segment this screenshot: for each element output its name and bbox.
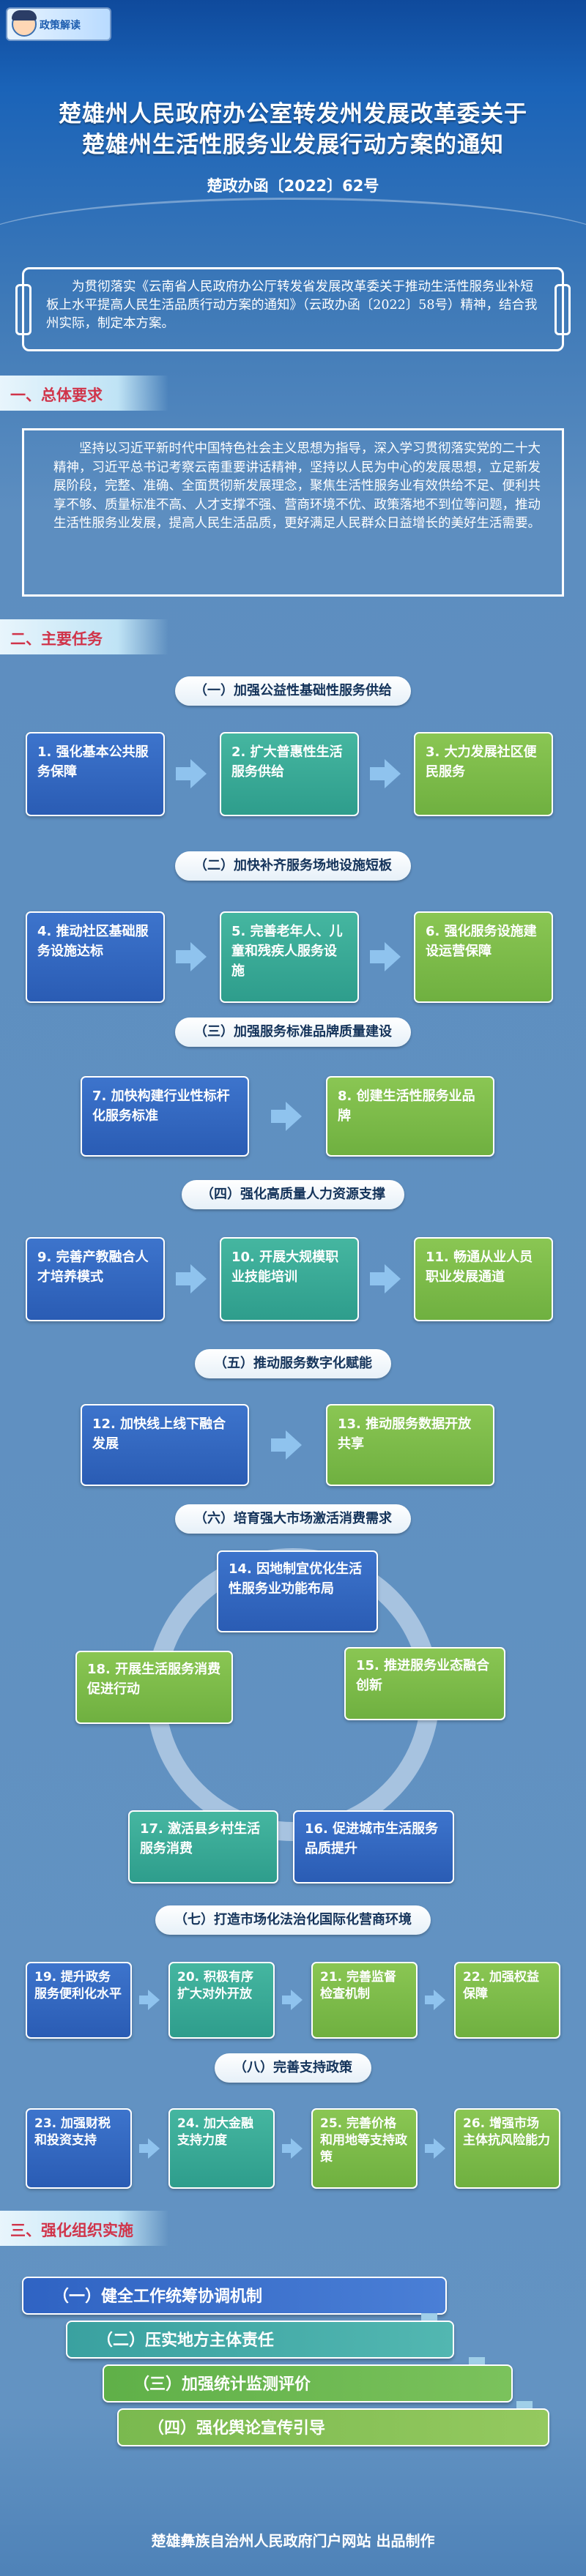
arrow-right-icon [370, 942, 401, 971]
section-3-title: 三、强化组织实施 [10, 2222, 133, 2239]
task-item-11: 11. 畅通从业人员职业发展通道 [414, 1237, 553, 1321]
task-group-1-title: （一）加强公益性基础性服务供给 [175, 676, 411, 706]
task-group-6-title: （六）培育强大市场激活消费需求 [175, 1504, 411, 1534]
task-item-18: 18. 开展生活服务消费促进行动 [75, 1651, 233, 1724]
task-item-25: 25. 完善价格和用地等支持政策 [311, 2108, 418, 2189]
task-item-13: 13. 推动服务数据开放共享 [326, 1404, 494, 1486]
arrow-right-icon [370, 1264, 401, 1293]
task-group-7-header: （七）打造市场化法治化国际化营商环境 [0, 1905, 586, 1935]
task-group-8-header: （八）完善支持政策 [0, 2053, 586, 2083]
arrow-right-icon [271, 1102, 302, 1131]
general-requirements-text: 坚持以习近平新时代中国特色社会主义思想为指导，深入学习贯彻落实党的二十大精神，习… [53, 441, 541, 531]
implementation-item-4: （四）强化舆论宣传引导 [117, 2408, 549, 2446]
task-item-20: 20. 积极有序扩大对外开放 [168, 1962, 275, 2039]
section-header-2: 二、主要任务 [0, 619, 168, 654]
arrow-right-icon [139, 1990, 160, 2010]
arrow-right-icon [176, 942, 207, 971]
task-item-10: 10. 开展大规模职业技能培训 [220, 1237, 359, 1321]
section-1-title: 一、总体要求 [10, 387, 103, 404]
arrow-right-icon [282, 1990, 303, 2010]
title-line-2: 楚雄州生活性服务业发展行动方案的通知 [82, 132, 504, 158]
arrow-right-icon [176, 1264, 207, 1293]
task-group-8-title: （八）完善支持政策 [215, 2053, 371, 2083]
cartoon-avatar-icon [12, 10, 37, 37]
task-item-4: 4. 推动社区基础服务设施达标 [26, 911, 165, 1003]
badge-label: 政策解读 [40, 20, 81, 31]
task-group-1-header: （一）加强公益性基础性服务供给 [0, 676, 586, 706]
arrow-right-icon [176, 759, 207, 788]
arrow-right-icon [139, 2138, 160, 2159]
task-item-22: 22. 加强权益保障 [454, 1962, 560, 2039]
task-group-7-title: （七）打造市场化法治化国际化营商环境 [155, 1905, 431, 1935]
task-item-6: 6. 强化服务设施建设运营保障 [414, 911, 553, 1003]
task-group-3-title: （三）加强服务标准品牌质量建设 [175, 1018, 411, 1047]
decorative-tab-right [555, 284, 571, 335]
task-item-12: 12. 加快线上线下融合发展 [81, 1404, 249, 1486]
decorative-tab-left [15, 284, 31, 335]
task-item-26: 26. 增强市场主体抗风险能力 [454, 2108, 560, 2189]
task-item-9: 9. 完善产教融合人才培养模式 [26, 1237, 165, 1321]
document-number: 楚政办函〔2022〕62号 [207, 177, 379, 195]
task-group-4-header: （四）强化高质量人力资源支撑 [0, 1180, 586, 1209]
task-group-5-title: （五）推动服务数字化赋能 [195, 1349, 391, 1378]
intro-text: 为贯彻落实《云南省人民政府办公厅转发省发展改革委关于推动生活性服务业补短板上水平… [46, 280, 538, 331]
section-2-title: 二、主要任务 [10, 630, 103, 648]
arrow-right-icon [282, 2138, 303, 2159]
task-group-5-header: （五）推动服务数字化赋能 [0, 1349, 586, 1378]
task-group-3-header: （三）加强服务标准品牌质量建设 [0, 1018, 586, 1047]
task-item-5: 5. 完善老年人、儿童和残疾人服务设施 [220, 911, 359, 1003]
task-group-4-title: （四）强化高质量人力资源支撑 [182, 1180, 404, 1209]
section-header-1: 一、总体要求 [0, 376, 168, 411]
policy-interpretation-badge: 政策解读 [7, 9, 110, 40]
task-item-8: 8. 创建生活性服务业品牌 [326, 1076, 494, 1157]
task-item-14: 14. 因地制宜优化生活性服务业功能布局 [217, 1550, 378, 1632]
task-group-2-header: （二）加快补齐服务场地设施短板 [0, 851, 586, 881]
implementation-item-1: （一）健全工作统筹协调机制 [22, 2277, 447, 2315]
task-item-2: 2. 扩大普惠性生活服务供给 [220, 732, 359, 816]
task-item-15: 15. 推进服务业态融合创新 [344, 1647, 505, 1720]
decorative-swoosh [0, 198, 586, 288]
task-group-2-title: （二）加快补齐服务场地设施短板 [175, 851, 411, 881]
task-group-6-header: （六）培育强大市场激活消费需求 [0, 1504, 586, 1534]
arrow-right-icon [271, 1430, 302, 1460]
task-item-3: 3. 大力发展社区便民服务 [414, 732, 553, 816]
task-item-23: 23. 加强财税和投资支持 [26, 2108, 132, 2189]
intro-box: 为贯彻落实《云南省人民政府办公厅转发省发展改革委关于推动生活性服务业补短板上水平… [15, 267, 571, 351]
task-item-17: 17. 激活县乡村生活服务消费 [128, 1810, 278, 1884]
implementation-item-2: （二）压实地方主体责任 [66, 2321, 454, 2359]
footer-credit: 楚雄彝族自治州人民政府门户网站 出品制作 [151, 2532, 435, 2550]
implementation-item-3: （三）加强统计监测评价 [103, 2364, 513, 2403]
section-header-3: 三、强化组织实施 [0, 2211, 168, 2246]
task-item-24: 24. 加大金融支持力度 [168, 2108, 275, 2189]
general-requirements-box: 坚持以习近平新时代中国特色社会主义思想为指导，深入学习贯彻落实党的二十大精神，习… [22, 428, 564, 597]
task-item-16: 16. 促进城市生活服务品质提升 [293, 1810, 454, 1884]
arrow-right-icon [425, 2138, 445, 2159]
task-item-19: 19. 提升政务服务便利化水平 [26, 1962, 132, 2039]
title-line-1: 楚雄州人民政府办公室转发州发展改革委关于 [59, 101, 527, 127]
task-item-1: 1. 强化基本公共服务保障 [26, 732, 165, 816]
task-item-7: 7. 加快构建行业性标杆化服务标准 [81, 1076, 249, 1157]
task-item-21: 21. 完善监督检查机制 [311, 1962, 418, 2039]
arrow-right-icon [370, 759, 401, 788]
arrow-right-icon [425, 1990, 445, 2010]
